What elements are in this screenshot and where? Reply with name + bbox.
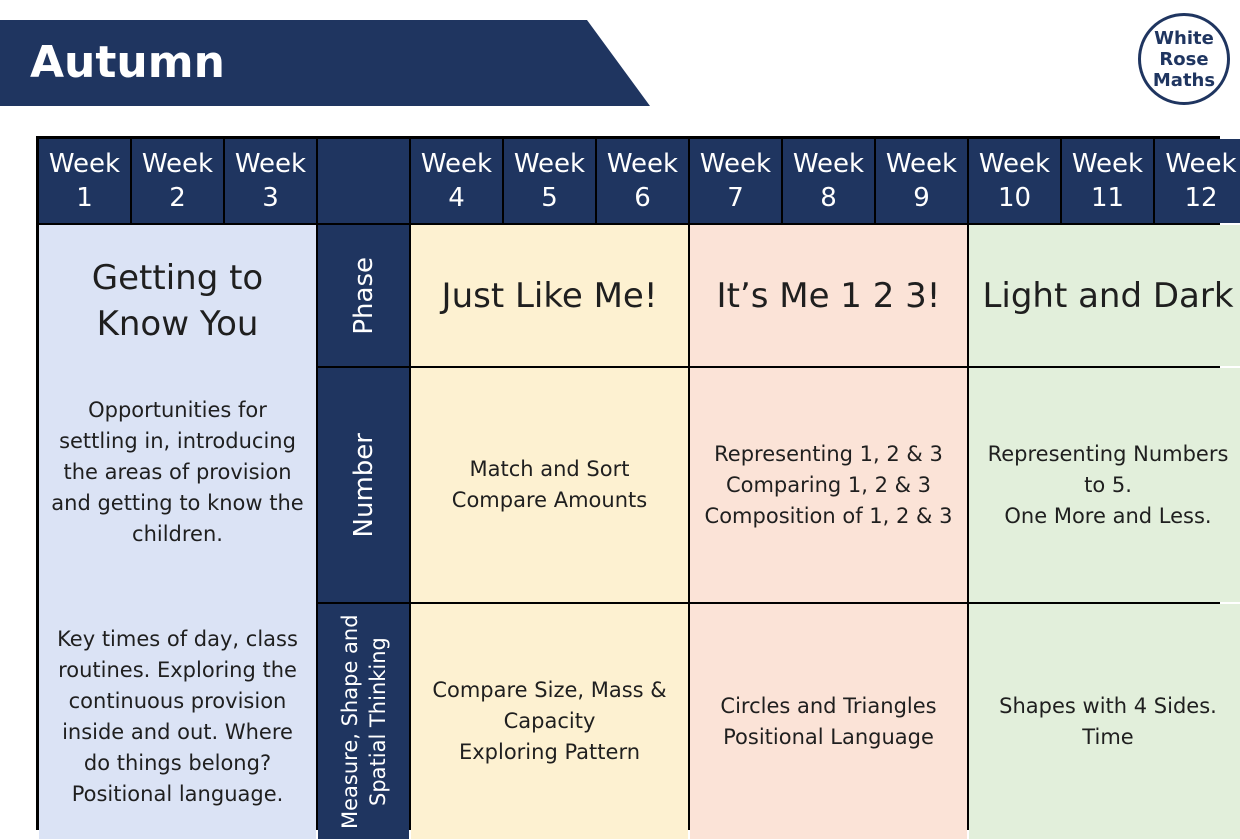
week-label: Week [420, 149, 493, 179]
phase-cell-just-like-me: Just Like Me! [411, 225, 688, 366]
phase-cell-its-me-123: It’s Me 1 2 3! [690, 225, 967, 366]
topic-line: Time [1082, 724, 1134, 749]
week-number: 6 [634, 183, 651, 213]
week-header-11: Week 11 [1062, 139, 1153, 223]
week-header-8: Week 8 [783, 139, 874, 223]
measure-cell-weeks-4-6: Compare Size, Mass & Capacity Exploring … [411, 604, 688, 839]
week-number: 1 [76, 183, 93, 213]
week-label: Week [1071, 149, 1144, 179]
logo-line-3: Maths [1152, 69, 1216, 91]
row-label-text: Phase [348, 256, 379, 335]
row-label-phase: Phase [318, 225, 409, 366]
week-label: Week [792, 149, 865, 179]
intro-paragraph-2: Key times of day, class routines. Explor… [57, 627, 298, 806]
topic-line: to 5. [1084, 472, 1132, 497]
week-header-2: Week 2 [132, 139, 223, 223]
phase-cell-light-and-dark: Light and Dark [969, 225, 1240, 366]
week-number: 12 [1184, 183, 1218, 213]
week-label: Week [606, 149, 679, 179]
topic-line: Capacity [503, 709, 596, 733]
row-label-text: Measure, Shape and Spatial Thinking [337, 614, 390, 829]
topic-line: Representing Numbers [987, 441, 1229, 466]
topic-line: Representing 1, 2 & 3 [714, 441, 943, 466]
week-header-7: Week 7 [690, 139, 781, 223]
week-header-5: Week 5 [504, 139, 595, 223]
week-number: 11 [1090, 183, 1125, 213]
week-header-6: Week 6 [597, 139, 688, 223]
week-number: 5 [541, 183, 558, 213]
week-label: Week [48, 149, 121, 179]
week-label: Week [141, 149, 214, 179]
week-header-12: Week 12 [1155, 139, 1240, 223]
topic-line: Positional Language [723, 724, 934, 749]
topic-line: Shapes with 4 Sides. [999, 693, 1217, 718]
week-label: Week [1165, 149, 1237, 179]
row-label-number: Number [318, 368, 409, 602]
topic-line: Exploring Pattern [458, 740, 641, 764]
number-cell-weeks-4-6: Match and Sort Compare Amounts [411, 368, 688, 602]
topic-line: Match and Sort [469, 457, 630, 481]
week-header-3: Week 3 [225, 139, 316, 223]
phase-title: It’s Me 1 2 3! [716, 275, 941, 316]
intro-title: Getting to Know You [91, 258, 264, 344]
row-label-text: Number [348, 432, 379, 538]
scheme-of-learning-table: Week 1 Week 2 Week 3 Week 4 Week 5 Week … [36, 136, 1240, 839]
week-number: 10 [997, 183, 1032, 213]
week-label: Week [234, 149, 307, 179]
week-header-10: Week 10 [969, 139, 1060, 223]
week-header-1: Week 1 [39, 139, 130, 223]
week-number: 8 [820, 183, 837, 213]
week-label: Week [699, 149, 772, 179]
topic-line: Compare Amounts [451, 488, 648, 512]
blank-header-cell [318, 139, 409, 223]
topic-line: Circles and Triangles [720, 693, 937, 718]
number-cell-weeks-10-12: Representing Numbers to 5. One More and … [969, 368, 1240, 602]
intro-paragraph-1: Opportunities for settling in, introduci… [51, 398, 304, 546]
phase-title: Just Like Me! [441, 275, 658, 316]
week-label: Week [513, 149, 586, 179]
logo-line-1: White [1154, 27, 1214, 49]
week-label: Week [978, 149, 1051, 179]
measure-cell-weeks-7-9: Circles and Triangles Positional Languag… [690, 604, 967, 839]
row-label-measure: Measure, Shape and Spatial Thinking [318, 604, 409, 839]
week-number: 9 [913, 183, 930, 213]
phase-title: Light and Dark [982, 275, 1234, 316]
week-header-9: Week 9 [876, 139, 967, 223]
week-header-4: Week 4 [411, 139, 502, 223]
white-rose-maths-logo: White Rose Maths [1138, 13, 1230, 105]
topic-line: Composition of 1, 2 & 3 [704, 503, 953, 528]
getting-to-know-you-block: Getting to Know You Opportunities for se… [39, 225, 316, 839]
logo-line-2: Rose [1159, 48, 1209, 70]
week-number: 3 [262, 183, 279, 213]
topic-line: Comparing 1, 2 & 3 [725, 472, 932, 497]
week-label: Week [885, 149, 958, 179]
number-cell-weeks-7-9: Representing 1, 2 & 3 Comparing 1, 2 & 3… [690, 368, 967, 602]
season-banner: Autumn [0, 20, 650, 106]
topic-line: Compare Size, Mass & [432, 678, 667, 702]
topic-line: One More and Less. [1004, 503, 1212, 528]
measure-cell-weeks-10-12: Shapes with 4 Sides. Time [969, 604, 1240, 839]
week-number: 4 [448, 183, 465, 213]
week-number: 7 [727, 183, 744, 213]
week-number: 2 [169, 183, 186, 213]
season-title: Autumn [30, 37, 225, 88]
